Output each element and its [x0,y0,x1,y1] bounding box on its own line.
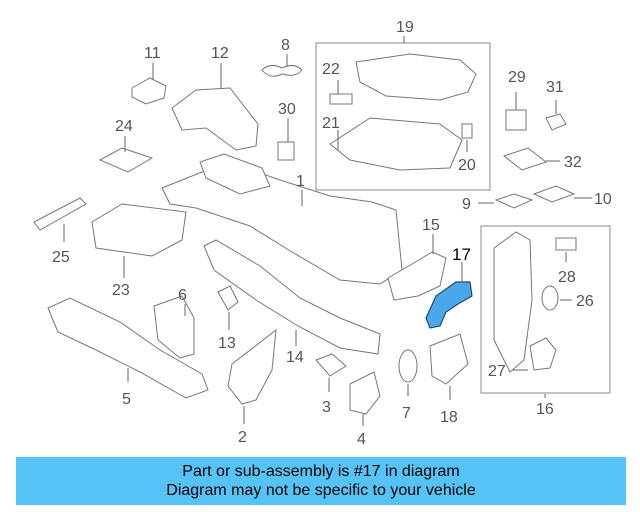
part-21-bin [329,117,463,171]
callout-5: 5 [122,391,131,408]
part-30-clip [277,141,295,161]
callout-11: 11 [144,45,161,62]
callout-3: 3 [322,399,331,416]
callout-8: 8 [281,37,290,54]
part-24-pad [98,147,154,173]
callout-32: 32 [564,154,582,171]
callout-9: 9 [462,196,471,213]
callout-2: 2 [238,429,247,446]
callout-22: 22 [322,61,340,78]
callout-6: 6 [178,287,187,304]
part-26-socket [541,285,559,311]
part-14-air-duct [203,239,381,355]
part-6-bracket [153,295,195,359]
info-banner: Part or sub-assembly is #17 in diagram D… [16,457,626,505]
callout-26: 26 [576,293,594,310]
part-16-shifter-trim [493,231,533,373]
part-19-armrest-lid [355,53,477,101]
shifter-trim-subassembly-box [480,225,611,394]
callout-28: 28 [558,269,576,286]
part-18-bracket [429,333,469,385]
part-29-switch [505,109,527,131]
callout-27: 27 [488,363,506,380]
part-27-usb [529,337,557,371]
part-13-clip [217,285,239,311]
part-3-bracket [315,353,347,377]
part-31-button [545,113,567,131]
callout-14: 14 [286,349,304,366]
part-20-fastener [461,123,473,139]
callout-21: 21 [322,115,340,132]
part-10-pad [532,185,576,203]
callout-30: 30 [278,101,296,118]
callout-20: 20 [458,157,476,174]
parts-diagram: 11 12 8 30 24 1 25 23 5 6 13 14 2 3 [33,19,612,448]
armrest-subassembly-box [315,42,491,191]
part-8-mat [261,64,303,77]
banner-line-2: Diagram may not be specific to your vehi… [166,482,476,499]
callout-1: 1 [296,173,305,190]
part-1-console-top [199,153,271,195]
banner-line-1: Part or sub-assembly is #17 in diagram [182,463,460,480]
part-23-storage-bin [91,203,187,257]
part-9-pad [494,193,534,209]
part-7-cap [398,349,418,383]
callout-29: 29 [508,69,526,86]
part-11-cap [131,77,167,105]
part-4-cover [349,371,381,415]
part-32-bracket [502,147,548,171]
part-28-switch [555,237,577,251]
part-15-duct [387,251,447,301]
part-25-trim-strip [33,197,87,231]
part-17-duct-highlighted[interactable] [425,281,473,329]
callout-13: 13 [218,335,236,352]
callout-16: 16 [536,401,554,418]
callout-12: 12 [211,45,229,62]
part-2-trim [227,328,277,405]
callout-31: 31 [546,79,564,96]
callout-24: 24 [115,118,133,135]
part-12-bracket [171,87,259,151]
part-1-console-body [161,165,403,285]
callout-4: 4 [357,431,366,448]
callout-19: 19 [396,19,414,36]
callout-7: 7 [402,405,411,422]
callout-10: 10 [594,191,612,208]
callout-25: 25 [52,249,70,266]
callout-23: 23 [112,282,130,299]
callout-18: 18 [440,409,458,426]
callout-17: 17 [452,245,471,264]
part-5-side-panel [47,297,209,399]
callout-15: 15 [422,217,440,234]
part-22-pad [329,93,353,105]
